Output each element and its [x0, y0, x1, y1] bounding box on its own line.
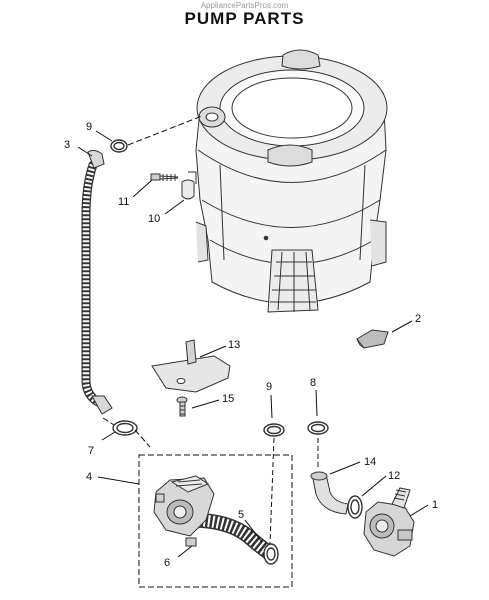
- leader-7-dash: [134, 429, 151, 448]
- leader-9-tub: [127, 115, 203, 146]
- leader-1: [409, 504, 429, 517]
- leader-11: [132, 179, 153, 198]
- part-7-hose-clamp: [112, 420, 138, 436]
- callout-12: 12: [388, 470, 400, 482]
- callout-6: 6: [164, 557, 170, 569]
- callout-13: 13: [228, 339, 240, 351]
- leader-lines: [77, 115, 429, 558]
- leader-15: [191, 399, 220, 409]
- part-1-drain-pump: [363, 487, 415, 557]
- leader-14: [329, 461, 361, 475]
- leader-2: [391, 320, 413, 333]
- part-3-drain-hose: [81, 149, 113, 415]
- callout-14: 14: [364, 456, 376, 468]
- callout-3: 3: [64, 139, 70, 151]
- leader-9-top: [95, 130, 113, 142]
- watermark: AppliancePartsPros.com: [200, 1, 289, 10]
- leader-hose-dash: [102, 417, 115, 426]
- callout-8: 8: [310, 377, 316, 389]
- part-10-hose-clip: [181, 171, 197, 200]
- part-9-hose-clamp-mid: [263, 423, 285, 437]
- leader-4: [97, 476, 140, 485]
- leader-3: [77, 146, 93, 157]
- callout-1: 1: [432, 499, 438, 511]
- callout-9-top: 9: [86, 121, 92, 133]
- leader-13: [199, 345, 227, 358]
- diagram-title: PUMP PARTS: [184, 9, 305, 28]
- part-11-screw: [150, 173, 179, 181]
- leader-12: [361, 475, 387, 497]
- part-12-hose-clamp: [347, 495, 363, 519]
- leader-5: [244, 519, 263, 543]
- part-13-mounting-plate: [151, 339, 231, 393]
- callout-10: 10: [148, 213, 160, 225]
- leader-10: [164, 199, 185, 215]
- part-2-bracket: [356, 329, 389, 349]
- tub-assembly: [195, 49, 388, 313]
- part-4-assembly-box: [138, 454, 293, 588]
- callout-9-mid: 9: [266, 381, 272, 393]
- part-15-screw: [176, 396, 188, 417]
- part-6-pump-and-hose: [153, 475, 276, 560]
- leader-6: [177, 545, 193, 558]
- part-8-hose-clamp: [307, 421, 329, 435]
- callout-7: 7: [88, 445, 94, 457]
- part-5-hose-clamp: [263, 543, 279, 565]
- leader-9-mid: [270, 394, 273, 419]
- callout-4: 4: [86, 471, 92, 483]
- callout-2: 2: [415, 313, 421, 325]
- part-9-hose-clamp-top: [110, 139, 128, 153]
- callout-11: 11: [118, 196, 129, 208]
- callout-15: 15: [222, 393, 234, 405]
- leader-8: [315, 389, 318, 417]
- leader-7: [101, 431, 116, 441]
- callout-5: 5: [238, 509, 244, 521]
- leader-9-dash: [269, 437, 275, 545]
- part-14-hose: [310, 471, 349, 515]
